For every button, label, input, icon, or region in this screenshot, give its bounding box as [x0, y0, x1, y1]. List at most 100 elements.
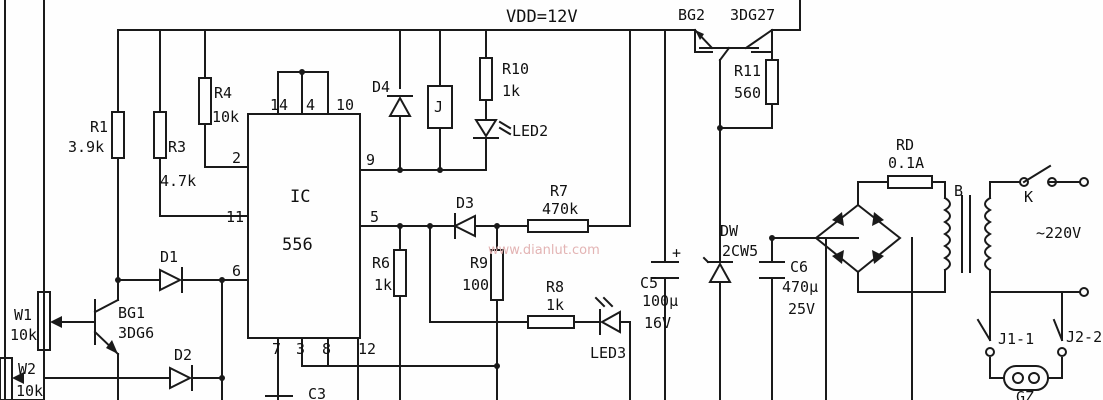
pin-2: 2 [232, 149, 241, 167]
svg-text:C3: C3 [308, 385, 326, 400]
pin-6: 6 [232, 262, 241, 280]
capacitor-c6: C6 470μ 25V [759, 258, 818, 318]
svg-text:B: B [954, 182, 963, 200]
svg-text:D1: D1 [160, 248, 178, 266]
pin-9: 9 [366, 151, 375, 169]
svg-text:R10: R10 [502, 60, 529, 78]
svg-text:100μ: 100μ [642, 292, 678, 310]
svg-text:W2: W2 [18, 360, 36, 378]
svg-text:J: J [434, 98, 443, 116]
capacitor-c5: + C5 100μ 16V [640, 244, 681, 332]
diode-d4: D4 [372, 78, 413, 117]
zener-dw: DW 2CW5 [702, 222, 758, 283]
svg-text:BG1: BG1 [118, 304, 145, 322]
resistor-r8: R8 1k [527, 278, 575, 329]
relay-contact-j1-1: J1-1 [976, 318, 1034, 357]
pot-w1: W1 10k [10, 291, 62, 351]
relay-coil-j: J [427, 85, 453, 129]
svg-text:R9: R9 [470, 254, 488, 272]
svg-text:C5: C5 [640, 274, 658, 292]
pin-5: 5 [370, 208, 379, 226]
led-led2: LED2 [473, 119, 548, 140]
svg-text:1k: 1k [502, 82, 520, 100]
svg-text:D3: D3 [456, 194, 474, 212]
resistor-r1: R1 3.9k [68, 111, 125, 159]
svg-text:D4: D4 [372, 78, 390, 96]
ic-label: IC [290, 187, 310, 207]
svg-text:10k: 10k [16, 382, 43, 400]
svg-text:2CW5: 2CW5 [722, 242, 758, 260]
resistor-r10: R10 1k [479, 57, 529, 101]
pot-w2: W2 10k [0, 357, 43, 400]
svg-text:R8: R8 [546, 278, 564, 296]
svg-text:R4: R4 [214, 84, 232, 102]
pin-4: 4 [306, 96, 315, 114]
pin-10: 10 [336, 96, 354, 114]
watermark: www.dianlut.com [488, 243, 600, 258]
led-led3: LED3 [590, 296, 626, 362]
ic-556: IC 556 14 4 10 2 9 11 5 6 7 3 8 12 [226, 96, 379, 358]
transformer-b: B [943, 182, 992, 273]
svg-text:DW: DW [720, 222, 739, 240]
resistor-r9: R9 100 [462, 249, 504, 301]
relay-contact-j2-2: J2-2 [1052, 318, 1102, 357]
mains-label: ~220V [1036, 224, 1081, 242]
pin-7: 7 [272, 340, 281, 358]
diode-d2: D2 [169, 346, 193, 391]
svg-text:R6: R6 [372, 254, 390, 272]
load-gz: GZ [1003, 365, 1049, 400]
resistor-r6: R6 1k [372, 249, 407, 297]
resistor-r3: R3 4.7k [153, 111, 196, 190]
svg-text:25V: 25V [788, 300, 815, 318]
svg-text:4.7k: 4.7k [160, 172, 196, 190]
mains-terminals: ~220V [1036, 177, 1089, 297]
svg-text:K: K [1024, 188, 1033, 206]
fuse-rd: RD 0.1A [887, 136, 933, 189]
diode-d3: D3 [452, 194, 476, 239]
svg-text:R7: R7 [550, 182, 568, 200]
svg-text:R3: R3 [168, 138, 186, 156]
svg-text:RD: RD [896, 136, 914, 154]
svg-text:C6: C6 [790, 258, 808, 276]
junction-dots [115, 69, 775, 381]
svg-text:LED2: LED2 [512, 122, 548, 140]
svg-text:BG2: BG2 [678, 6, 705, 24]
switch-k: K [1019, 164, 1057, 206]
svg-text:3DG27: 3DG27 [730, 6, 775, 24]
pin-3: 3 [296, 340, 305, 358]
svg-text:GZ: GZ [1016, 388, 1034, 400]
bridge-rectifier [814, 203, 902, 274]
svg-text:3.9k: 3.9k [68, 138, 104, 156]
resistor-r7: R7 470k [527, 182, 589, 233]
vdd-label: VDD=12V [506, 7, 578, 27]
pin-14: 14 [270, 96, 288, 114]
svg-text:W1: W1 [14, 306, 32, 324]
svg-text:J1-1: J1-1 [998, 330, 1034, 348]
svg-text:LED3: LED3 [590, 344, 626, 362]
svg-text:560: 560 [734, 84, 761, 102]
svg-text:D2: D2 [174, 346, 192, 364]
svg-text:10k: 10k [10, 326, 37, 344]
svg-text:1k: 1k [374, 276, 392, 294]
svg-text:+: + [672, 244, 681, 262]
ic-part: 556 [282, 235, 313, 255]
svg-text:16V: 16V [644, 314, 671, 332]
svg-text:J2-2: J2-2 [1066, 328, 1102, 346]
svg-text:R11: R11 [734, 62, 761, 80]
wires [4, 0, 1081, 400]
pin-12: 12 [358, 340, 376, 358]
svg-text:470μ: 470μ [782, 278, 818, 296]
resistor-r11: R11 560 [734, 59, 779, 105]
svg-text:1k: 1k [546, 296, 564, 314]
svg-text:100: 100 [462, 276, 489, 294]
capacitor-c3: C3 [265, 385, 326, 400]
svg-text:10k: 10k [212, 108, 239, 126]
transistor-bg2: BG2 3DG27 [678, 6, 775, 62]
transistor-bg1: BG1 3DG6 [93, 298, 154, 356]
svg-text:470k: 470k [542, 200, 578, 218]
diode-d1: D1 [159, 248, 183, 293]
pin-8: 8 [322, 340, 331, 358]
pin-11: 11 [226, 208, 244, 226]
